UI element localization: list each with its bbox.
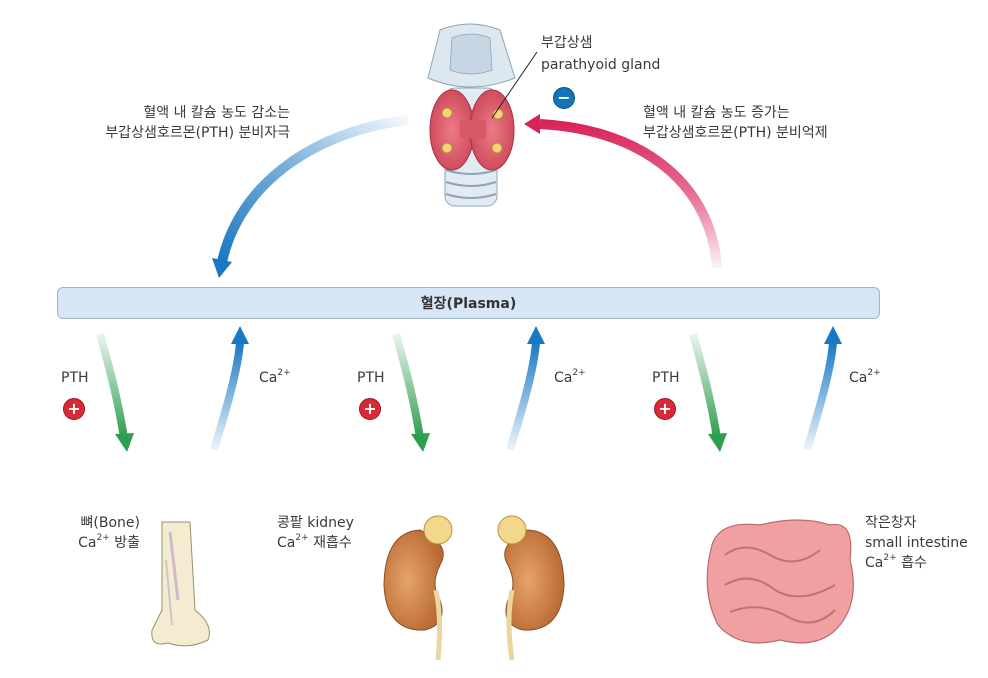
- left-arc-label-line2: 부갑상샘호르몬(PTH) 분비자극: [105, 125, 290, 141]
- intestine-stimulation-plus-badge: +: [654, 398, 676, 420]
- bone-illustration: [151, 521, 210, 647]
- gland-label-english: parathyoid gland: [541, 57, 661, 73]
- kidney-right-illustration: [497, 515, 565, 661]
- gland-label-korean: 부갑상샘: [541, 35, 593, 51]
- inhibition-minus-badge: −: [553, 87, 575, 109]
- kidney-calcium-label: Ca2+: [554, 368, 586, 386]
- bone-pth-label: PTH: [61, 370, 89, 386]
- intestine-pathway-arrows: [689, 326, 842, 452]
- right-arc-label-line2: 부갑상샘호르몬(PTH) 분비억제: [643, 125, 828, 141]
- left-arc-label-line1: 혈액 내 칼슘 농도 감소는: [143, 105, 290, 121]
- kidney-label: 콩팥 kidney: [277, 515, 354, 531]
- kidney-action-label: Ca2+ 재흡수: [277, 533, 352, 551]
- intestine-pth-label: PTH: [652, 370, 680, 386]
- plasma-bar: 혈장(Plasma): [57, 287, 880, 319]
- bone-stimulation-plus-badge: +: [63, 398, 85, 420]
- right-arc-label-line1: 혈액 내 칼슘 농도 증가는: [643, 105, 790, 121]
- intestine-calcium-label: Ca2+: [849, 368, 881, 386]
- parathyroid-glands: [441, 107, 504, 154]
- gland-pointer-line: [491, 51, 538, 119]
- right-feedback-arrow: [524, 114, 722, 269]
- kidney-pathway-arrows: [392, 326, 545, 452]
- kidney-pth-label: PTH: [357, 370, 385, 386]
- left-feedback-arrow: [212, 115, 409, 278]
- thyroid-gland: [429, 89, 515, 171]
- bone-action-label: Ca2+ 방출: [78, 533, 140, 551]
- bone-calcium-label: Ca2+: [259, 368, 291, 386]
- intestine-label-english: small intestine: [865, 535, 968, 551]
- plasma-label: 혈장(Plasma): [420, 296, 517, 312]
- kidney-left-illustration: [383, 515, 453, 661]
- bone-pathway-arrows: [96, 326, 249, 452]
- larynx-illustration: [427, 23, 516, 207]
- intestine-action-label: Ca2+ 흡수: [865, 553, 927, 571]
- intestine-label-korean: 작은창자: [865, 515, 917, 531]
- kidney-stimulation-plus-badge: +: [359, 398, 381, 420]
- small-intestine-illustration: [706, 519, 854, 644]
- bone-label: 뼈(Bone): [80, 515, 140, 531]
